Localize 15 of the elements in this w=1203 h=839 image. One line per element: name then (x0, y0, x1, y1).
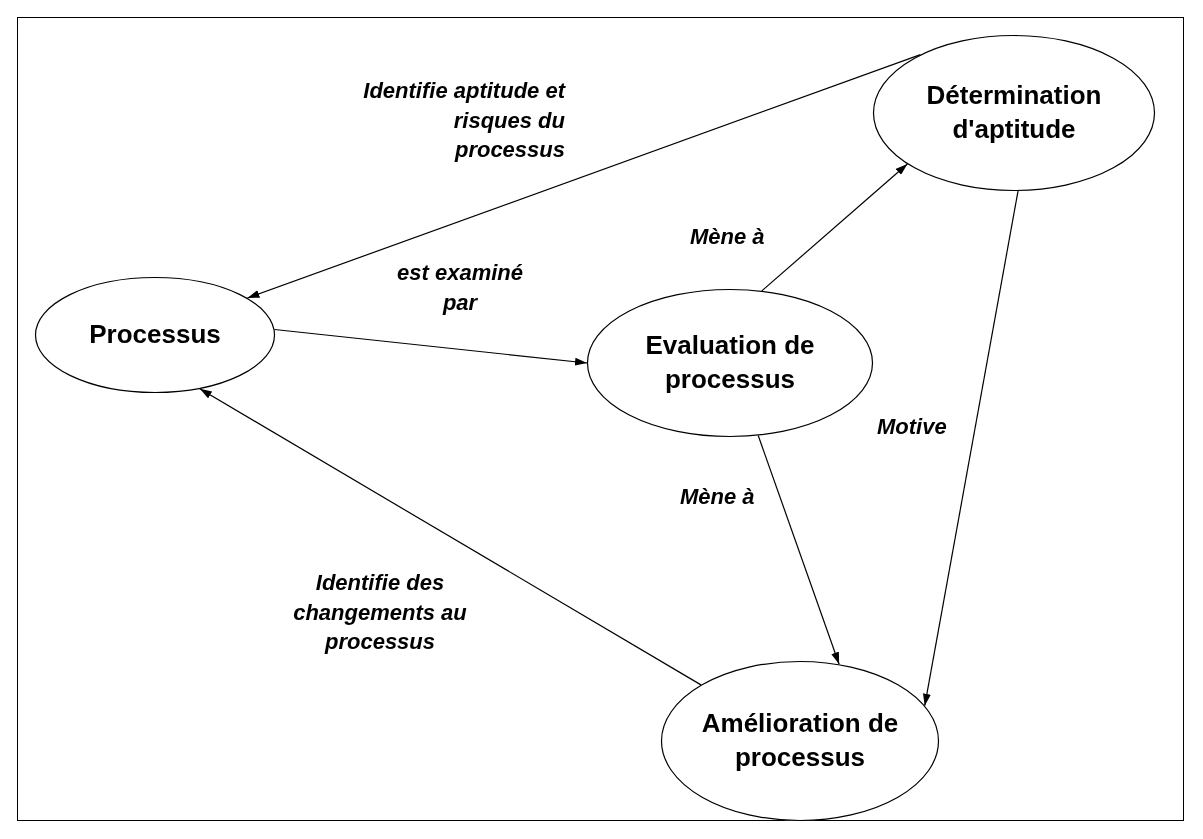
edge-label: Motive (877, 413, 948, 441)
arrow (199, 388, 702, 686)
edge-label: est examiné par (396, 259, 524, 317)
node-label: Détermination d'aptitude (925, 79, 1103, 146)
arrow (273, 328, 588, 366)
edge-label: Mène à (690, 223, 766, 251)
edge-label: Identifie des changements au processus (292, 569, 468, 657)
node-label: Amélioration de processus (700, 707, 900, 774)
arrow (761, 163, 908, 292)
node-label: Evaluation de processus (644, 329, 816, 396)
edge-label: Mène à (680, 483, 756, 511)
node-label: Processus (89, 318, 221, 352)
edge-label: Identifie aptitude et risques du processus (362, 77, 565, 165)
arrow (922, 190, 1019, 707)
arrow (757, 434, 840, 665)
